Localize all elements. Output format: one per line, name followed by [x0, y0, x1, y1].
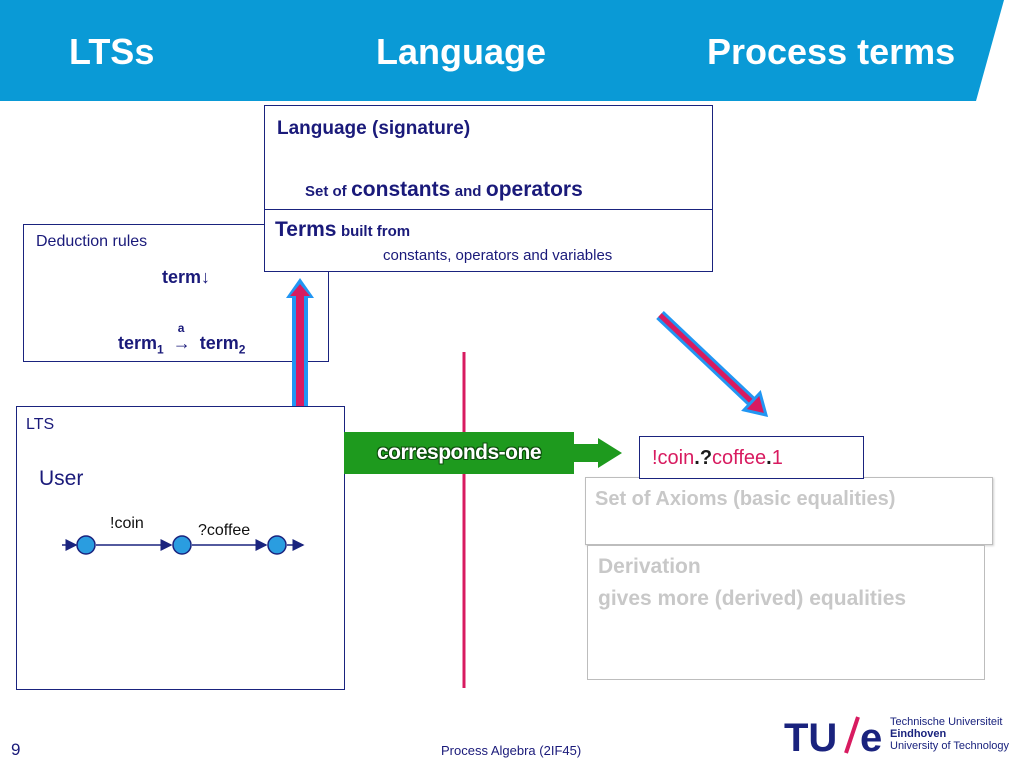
logo-line1: Technische Universiteit [890, 716, 1003, 728]
corresponds-one-banner: corresponds-one [344, 432, 574, 474]
term1-label: term [118, 333, 158, 353]
built-from-label: built from [340, 223, 411, 240]
logo-line3: University of Technology [890, 740, 1010, 752]
edge-label-coin: !coin [110, 515, 144, 532]
constants-label: constants [351, 178, 451, 201]
up-arrow [286, 278, 314, 406]
term1-subscript: 1 [157, 342, 164, 357]
lts-title: LTS [26, 416, 55, 433]
svg-text:TU: TU [784, 716, 837, 757]
process-term-expression: !coin.?coffee.1 [652, 447, 783, 470]
term-dot2: . [766, 447, 772, 469]
state-0 [76, 535, 96, 555]
derivation-box: Derivation gives more (derived) equaliti… [587, 545, 985, 680]
signature-title: Language (signature) [277, 118, 471, 139]
transition-rule: term1 a → term2 [118, 321, 246, 357]
term-part-question: ? [699, 447, 713, 469]
tue-logo: TU e [784, 713, 884, 760]
edge-label-coffee: ?coffee [198, 522, 251, 539]
header-col-language: Language [376, 31, 547, 72]
diagonal-arrow [656, 311, 769, 418]
terms-heading: Terms built from [275, 218, 410, 242]
lts-process-name: User [39, 467, 84, 490]
and-label: and [454, 183, 482, 200]
header-background [0, 0, 1004, 101]
tue-logo-mark: TU e [784, 716, 882, 760]
set-of-label: Set of [305, 183, 347, 200]
operators-label: operators [485, 178, 583, 201]
deduction-rules-title: Deduction rules [36, 233, 148, 250]
term-dot1: . [694, 447, 700, 469]
term-part-coin: !coin [652, 447, 695, 469]
terms-label: Terms [275, 218, 337, 241]
term-part-one: 1 [771, 447, 783, 469]
axioms-title: Set of Axioms (basic equalities) [595, 488, 896, 510]
arrow-glyph: → [172, 333, 191, 353]
transition-arrow: a → [172, 321, 191, 354]
svg-text:e: e [860, 716, 882, 757]
slide-number: 9 [11, 740, 21, 759]
state-1 [172, 535, 192, 555]
derivation-line2: gives more (derived) equalities [598, 587, 907, 610]
term-part-coffee: coffee [712, 447, 767, 469]
banner-arrow-head [574, 438, 622, 468]
term2-subscript: 2 [238, 342, 246, 357]
signature-line: Set of constants and operators [305, 178, 583, 202]
language-signature-box: Language (signature) Set of constants an… [264, 105, 713, 210]
state-2 [267, 535, 287, 555]
lts-graph [62, 535, 305, 555]
action-label: a [177, 321, 185, 335]
process-term-box: !coin.?coffee.1 [639, 436, 864, 479]
header-col-ltss: LTSs [69, 31, 155, 72]
term2-label: term [199, 333, 239, 353]
derivation-line1: Derivation [598, 555, 701, 578]
header-col-process-terms: Process terms [707, 31, 956, 72]
terms-box: Terms built from constants, operators an… [264, 209, 713, 272]
slide-header: LTSs Language Process terms [0, 0, 1024, 101]
course-title: Process Algebra (2IF45) [441, 743, 582, 758]
terms-detail: constants, operators and variables [383, 247, 613, 264]
logo-line2: Eindhoven [890, 728, 947, 740]
term-terminate: term↓ [162, 267, 211, 287]
